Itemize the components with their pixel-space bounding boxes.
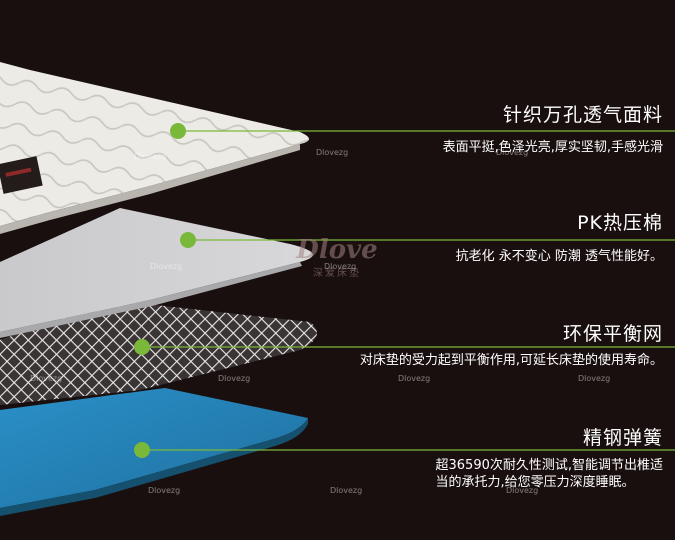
layer-desc-line: 抗老化 永不变心 防潮 透气性能好。 xyxy=(455,249,663,264)
watermark: Dlovezg xyxy=(398,374,431,383)
layer-desc-spring: 超36590次耐久性测试,智能调节出椎适 当的承托力,给您零压力深度睡眠。 xyxy=(436,457,664,491)
spring-layer-shape xyxy=(0,388,308,508)
watermark: Dlovezg xyxy=(150,262,183,271)
layer-desc-mesh: 对床垫的受力起到平衡作用,可延长床垫的使用寿命。 xyxy=(360,352,663,369)
layer-marker-dot xyxy=(134,339,150,355)
layer-title-pk-cotton: PK热压棉 xyxy=(577,212,663,234)
watermark: Dlovezg xyxy=(330,486,363,495)
layer-marker-dot xyxy=(180,232,196,248)
layer-title-knit-fabric: 针织万孔透气面料 xyxy=(502,104,663,126)
watermark: Dlovezg xyxy=(316,148,349,157)
watermark: Dlovezg xyxy=(218,374,251,383)
brand-logo-mark: Dlove xyxy=(296,235,378,265)
watermark: Dlovezg xyxy=(148,486,181,495)
brand-logo-watermark: Dlove 深爱床垫 xyxy=(282,236,392,282)
brand-logo-subtitle: 深爱床垫 xyxy=(313,268,361,279)
layer-desc-pk-cotton: 抗老化 永不变心 防潮 透气性能好。 xyxy=(456,248,663,265)
watermark: Dlovezg xyxy=(506,486,539,495)
mesh-layer-shape xyxy=(0,300,318,405)
layer-desc-line: 当的承托力,给您零压力深度睡眠。 xyxy=(435,475,635,490)
knit-fabric-layer-shape xyxy=(0,62,309,226)
layer-title-spring: 精钢弹簧 xyxy=(582,427,663,449)
connector-lines xyxy=(134,123,675,458)
watermark: Dlovezg xyxy=(496,148,529,157)
pk-cotton-layer-shape xyxy=(0,208,313,332)
layer-desc-line: 对床垫的受力起到平衡作用,可延长床垫的使用寿命。 xyxy=(359,353,663,368)
layer-desc-line: 表面平挺,色泽光亮,厚实坚韧,手感光滑 xyxy=(442,140,663,155)
watermark: Dlovezg xyxy=(578,374,611,383)
layer-desc-knit-fabric: 表面平挺,色泽光亮,厚实坚韧,手感光滑 xyxy=(443,139,663,156)
watermark: Dlovezg xyxy=(30,374,63,383)
layer-desc-line: 超36590次耐久性测试,智能调节出椎适 xyxy=(435,458,664,473)
layer-marker-dot xyxy=(134,442,150,458)
layer-title-mesh: 环保平衡网 xyxy=(562,323,663,345)
layer-marker-dot xyxy=(170,123,186,139)
watermark: Dlovezg xyxy=(324,262,357,271)
watermark: Dlovezg xyxy=(134,152,167,161)
